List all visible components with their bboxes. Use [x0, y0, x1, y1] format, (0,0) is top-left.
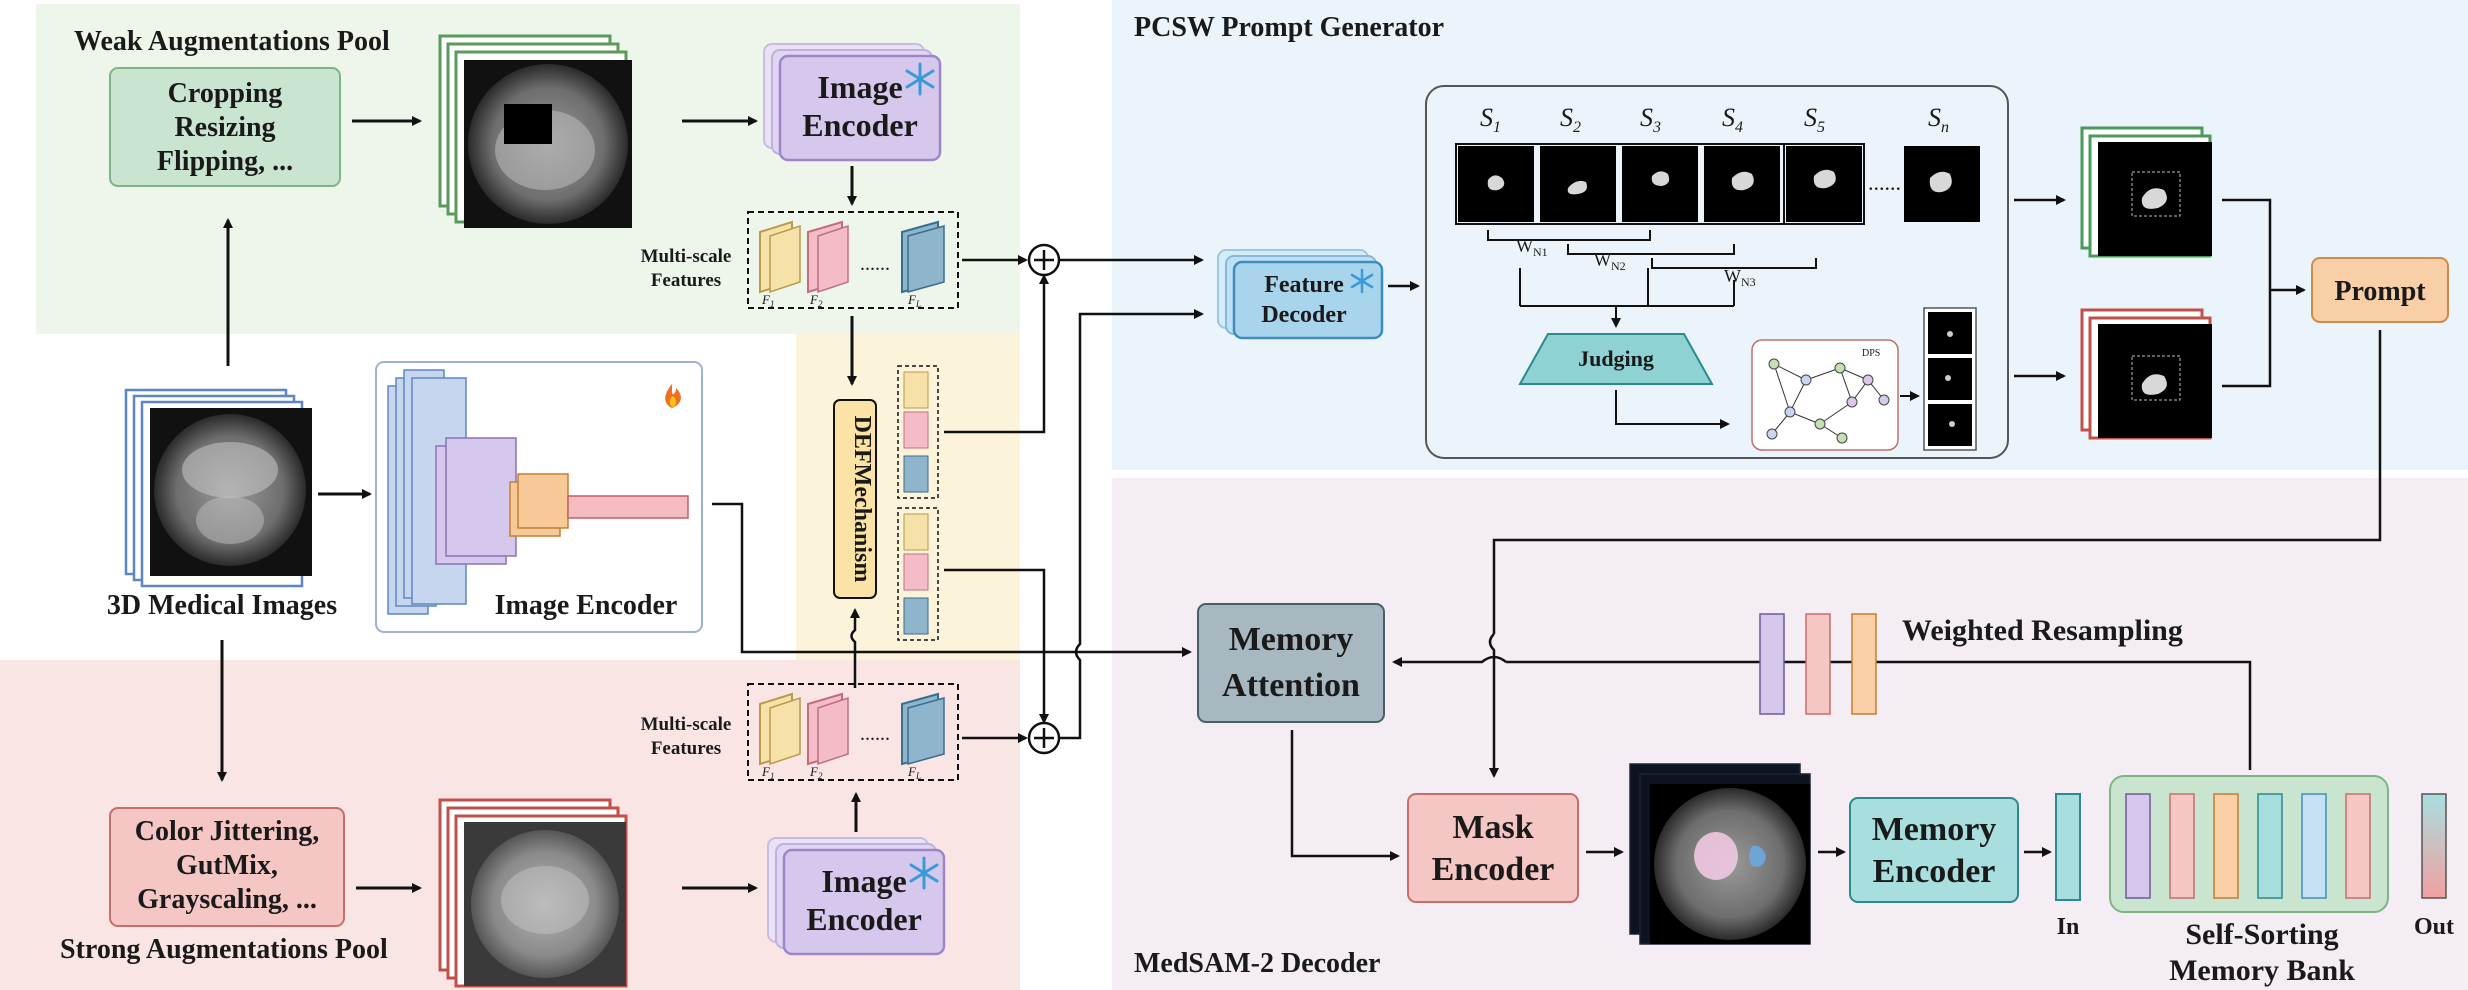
decoder-title: MedSAM-2 Decoder	[1134, 948, 1380, 979]
memory-encoder-line1: Memory	[1872, 811, 1997, 848]
slice-strip	[1455, 143, 1980, 225]
slice-window-panel	[1425, 85, 2009, 459]
input-label: 3D Medical Images	[107, 590, 337, 621]
encoder-top-line1: Image	[817, 69, 902, 105]
selected-slices-column	[1923, 307, 1977, 451]
out-label: Out	[2414, 914, 2454, 940]
input-image-stack	[124, 388, 312, 588]
memory-in-token	[2055, 793, 2081, 901]
memory-attention-box	[1197, 603, 1385, 723]
features-top-label-2: Features	[651, 270, 721, 291]
weak-pool-title: Weak Augmentations Pool	[74, 26, 390, 57]
positive-mask-stack	[2080, 126, 2212, 258]
memory-encoder-box	[1849, 797, 2019, 903]
window-label-1: WN1	[1516, 236, 1548, 259]
resampled-tokens	[1759, 613, 1877, 715]
encoder-bottom-line2: Encoder	[806, 901, 922, 937]
prompt-label: Prompt	[2334, 276, 2426, 307]
weak-op-3: Flipping, ...	[157, 146, 293, 177]
graph-panel: DPS	[1751, 339, 1899, 451]
features-bottom-label-1: Multi-scale	[641, 714, 732, 735]
snowflake-icon	[905, 62, 935, 96]
slice-label-1: S1	[1480, 103, 1501, 136]
encoder-bottom-line1: Image	[821, 863, 906, 899]
weak-augmented-stack	[438, 34, 632, 228]
image-encoder-center	[375, 361, 703, 633]
slice-label-4: S4	[1722, 103, 1743, 136]
strong-op-2: GutMix,	[176, 850, 278, 881]
multiscale-features-top	[747, 211, 959, 309]
segmented-output-stack	[1629, 763, 1811, 945]
f2-bottom: F2	[809, 764, 823, 781]
mask-encoder-line2: Encoder	[1432, 851, 1555, 888]
memory-bank-line1: Self-Sorting	[2185, 918, 2338, 951]
weak-op-1: Cropping	[168, 78, 283, 109]
window-label-3: WN3	[1724, 266, 1756, 289]
feature-decoder-line1: Feature	[1264, 272, 1344, 298]
features-bottom-dots: ......	[860, 723, 890, 745]
memory-out-token	[2421, 793, 2447, 899]
in-label: In	[2057, 914, 2080, 940]
encoder-center-label: Image Encoder	[495, 590, 678, 621]
window-brackets	[1487, 230, 1817, 307]
weak-ops-box	[109, 67, 341, 187]
weighted-resampling-label: Weighted Resampling	[1902, 614, 2183, 647]
feature-decoder-line2: Decoder	[1261, 302, 1347, 328]
image-encoder-top: Image Encoder	[763, 43, 942, 162]
memory-bank-line2: Memory Bank	[2169, 954, 2355, 987]
snowflake-icon	[909, 856, 939, 890]
features-top-label-1: Multi-scale	[641, 246, 732, 267]
mask-encoder-line1: Mask	[1452, 809, 1533, 846]
def-features-top	[897, 365, 939, 499]
slice-label-5: S5	[1804, 103, 1825, 136]
fl-top: FL	[907, 292, 921, 309]
slice-dots: ......	[1868, 170, 1901, 195]
judging-label: Judging	[1578, 346, 1654, 371]
mask-encoder-box	[1407, 793, 1579, 903]
slice-label-3: S3	[1640, 103, 1661, 136]
strong-pool-title: Strong Augmentations Pool	[60, 934, 388, 965]
memory-attention-line2: Attention	[1222, 667, 1360, 704]
memory-attention-line1: Memory	[1229, 621, 1354, 658]
memory-bank	[2109, 775, 2389, 913]
f1-bottom: F1	[761, 764, 774, 781]
def-label: DEFMechanism	[849, 416, 875, 583]
snowflake-icon	[1350, 268, 1374, 294]
def-features-bottom	[897, 507, 939, 641]
negative-mask-stack	[2080, 308, 2212, 440]
features-bottom-label-2: Features	[651, 738, 721, 759]
f1-top: F1	[761, 292, 774, 309]
window-label-2: WN2	[1594, 250, 1626, 273]
strong-ops-box	[109, 807, 345, 927]
flame-icon	[665, 384, 681, 408]
prompt-box	[2311, 257, 2449, 323]
judging-box	[1518, 333, 1714, 385]
slice-label-n: Sn	[1928, 103, 1949, 136]
fl-bottom: FL	[907, 764, 921, 781]
f2-top: F2	[809, 292, 823, 309]
sum-node-bottom	[1027, 721, 1061, 755]
strong-op-1: Color Jittering,	[135, 816, 320, 847]
strong-op-3: Grayscaling, ...	[137, 884, 317, 915]
weak-op-2: Resizing	[174, 112, 275, 143]
strong-augmented-stack	[438, 798, 628, 988]
graph-tag: DPS	[1862, 348, 1880, 359]
image-encoder-bottom: Image Encoder	[767, 837, 946, 956]
def-box	[833, 399, 877, 599]
memory-encoder-line2: Encoder	[1873, 853, 1996, 890]
features-top-dots: ......	[860, 253, 890, 275]
slice-label-2: S2	[1560, 103, 1581, 136]
feature-decoder: Feature Decoder	[1217, 249, 1384, 340]
encoder-top-line2: Encoder	[802, 107, 918, 143]
multiscale-features-bottom	[747, 683, 959, 781]
sum-node-top	[1027, 243, 1061, 277]
pcsw-title: PCSW Prompt Generator	[1134, 12, 1444, 43]
